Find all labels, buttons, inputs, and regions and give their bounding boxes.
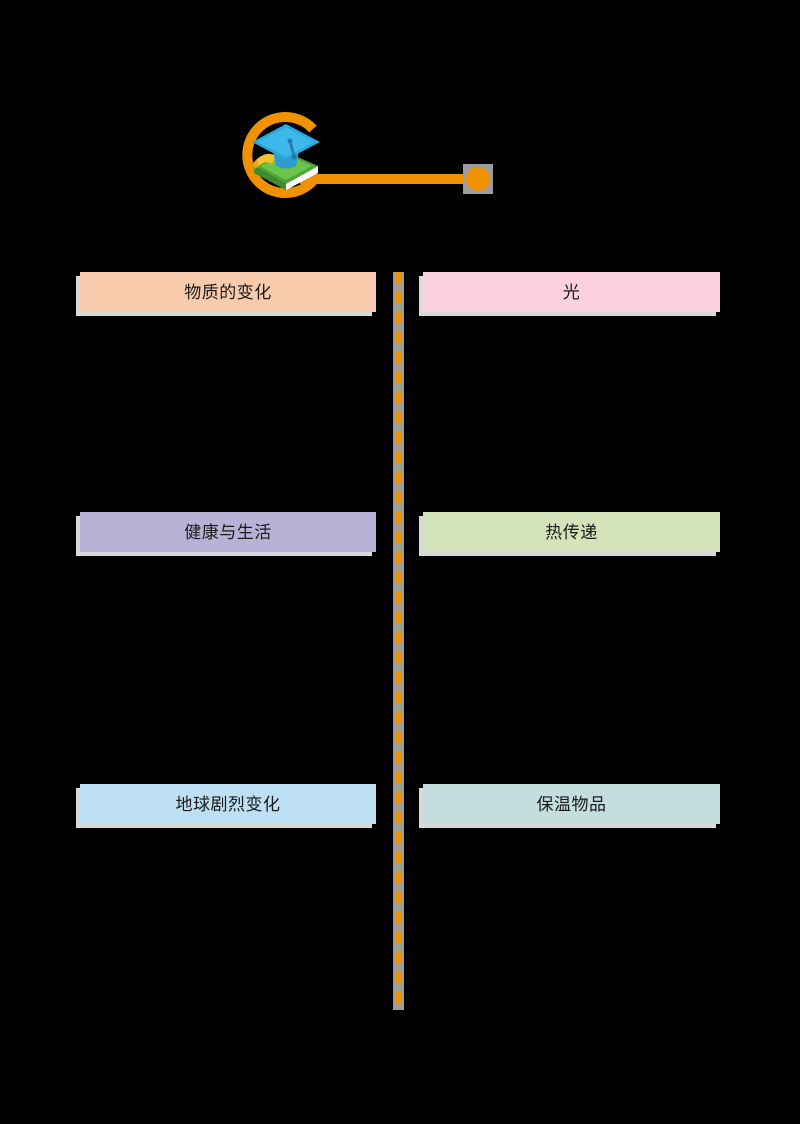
topic-box-right-2[interactable]: 热传递: [423, 512, 720, 552]
topic-box-right-1[interactable]: 光: [423, 272, 720, 312]
topic-box-left-2[interactable]: 健康与生活: [80, 512, 376, 552]
topic-label: 热传递: [545, 522, 598, 542]
topic-label: 地球剧烈变化: [175, 794, 281, 814]
topic-box-left-1[interactable]: 物质的变化: [80, 272, 376, 312]
graduation-cap-on-book-icon: [252, 124, 320, 190]
logo-cluster: [0, 0, 800, 250]
dashed-vertical-divider: [393, 272, 404, 1010]
topic-box-right-3[interactable]: 保温物品: [423, 784, 720, 824]
topic-label: 保温物品: [536, 794, 607, 814]
topic-label: 光: [562, 282, 581, 302]
connector-endcap-dot: [466, 167, 490, 191]
topic-label: 健康与生活: [184, 522, 272, 542]
orange-c-arc-icon: [242, 112, 317, 198]
topic-label: 物质的变化: [184, 282, 272, 302]
topic-box-left-3[interactable]: 地球剧烈变化: [80, 784, 376, 824]
connector-line: [300, 174, 472, 184]
divider-dashes: [396, 272, 401, 1010]
